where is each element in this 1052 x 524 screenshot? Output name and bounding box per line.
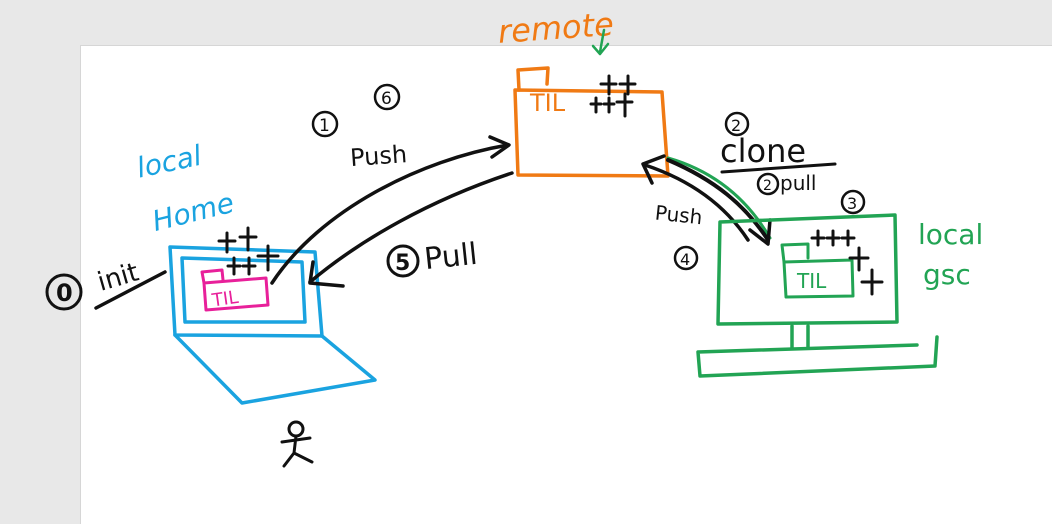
push-right-arrow (643, 163, 750, 242)
local-home-label-2: Home (149, 186, 237, 238)
step3-circle (840, 189, 866, 215)
remote-label: remote (497, 5, 615, 51)
step2-pull-num: 2 (763, 178, 772, 194)
step2-pull-circle (756, 172, 780, 196)
clone-label: clone (720, 132, 806, 170)
step3-num: 3 (847, 194, 857, 213)
clone-arrow (666, 158, 770, 242)
gsc-plus-marks (810, 229, 884, 296)
remote-box (513, 66, 670, 178)
remote-til: TIL (529, 89, 566, 117)
home-til-folder (200, 268, 270, 312)
local-gsc-label-2: gsc (923, 258, 971, 291)
step4-num: 4 (680, 250, 690, 269)
step5-num: 5 (395, 251, 410, 276)
clone-arrowhead-icon (748, 218, 772, 246)
pull-left-label: Pull (422, 237, 479, 277)
step2-circle (724, 111, 750, 137)
push-arrowhead-icon (488, 135, 511, 159)
step6-num: 6 (381, 89, 392, 109)
local-home-label-1: local (134, 139, 205, 185)
gsc-til-folder (780, 242, 855, 299)
step1-num: 1 (319, 116, 330, 136)
step4-circle (673, 245, 699, 271)
push-top-label: Push (349, 140, 408, 172)
step5-circle (386, 244, 420, 278)
push-arrow (270, 143, 510, 285)
laptop-icon (168, 245, 377, 405)
init-underline (94, 270, 167, 310)
pull-right-label: pull (780, 171, 816, 195)
clone-underline (720, 162, 837, 174)
local-gsc-label-1: local (918, 218, 983, 251)
whiteboard-canvas (80, 45, 1052, 524)
remote-plus-marks (589, 74, 637, 118)
push-right-label: Push (654, 200, 704, 229)
home-plus-marks (217, 226, 280, 276)
step2-num: 2 (731, 116, 741, 135)
step6-circle (373, 83, 401, 111)
step1-circle (311, 110, 339, 138)
init-label: init (94, 258, 142, 298)
home-til: TIL (210, 287, 240, 312)
stick-figure-icon (280, 420, 314, 468)
remote-arrow-icon (591, 28, 610, 56)
step0-circle (45, 273, 83, 311)
step0-num: 0 (56, 279, 73, 307)
clone-arrow-green (666, 156, 772, 240)
push-right-arrowhead-icon (641, 154, 666, 185)
gsc-til: TIL (796, 269, 827, 293)
pull-arrowhead-icon (308, 260, 345, 288)
monitor-icon (696, 213, 939, 378)
pull-arrow (308, 171, 514, 284)
